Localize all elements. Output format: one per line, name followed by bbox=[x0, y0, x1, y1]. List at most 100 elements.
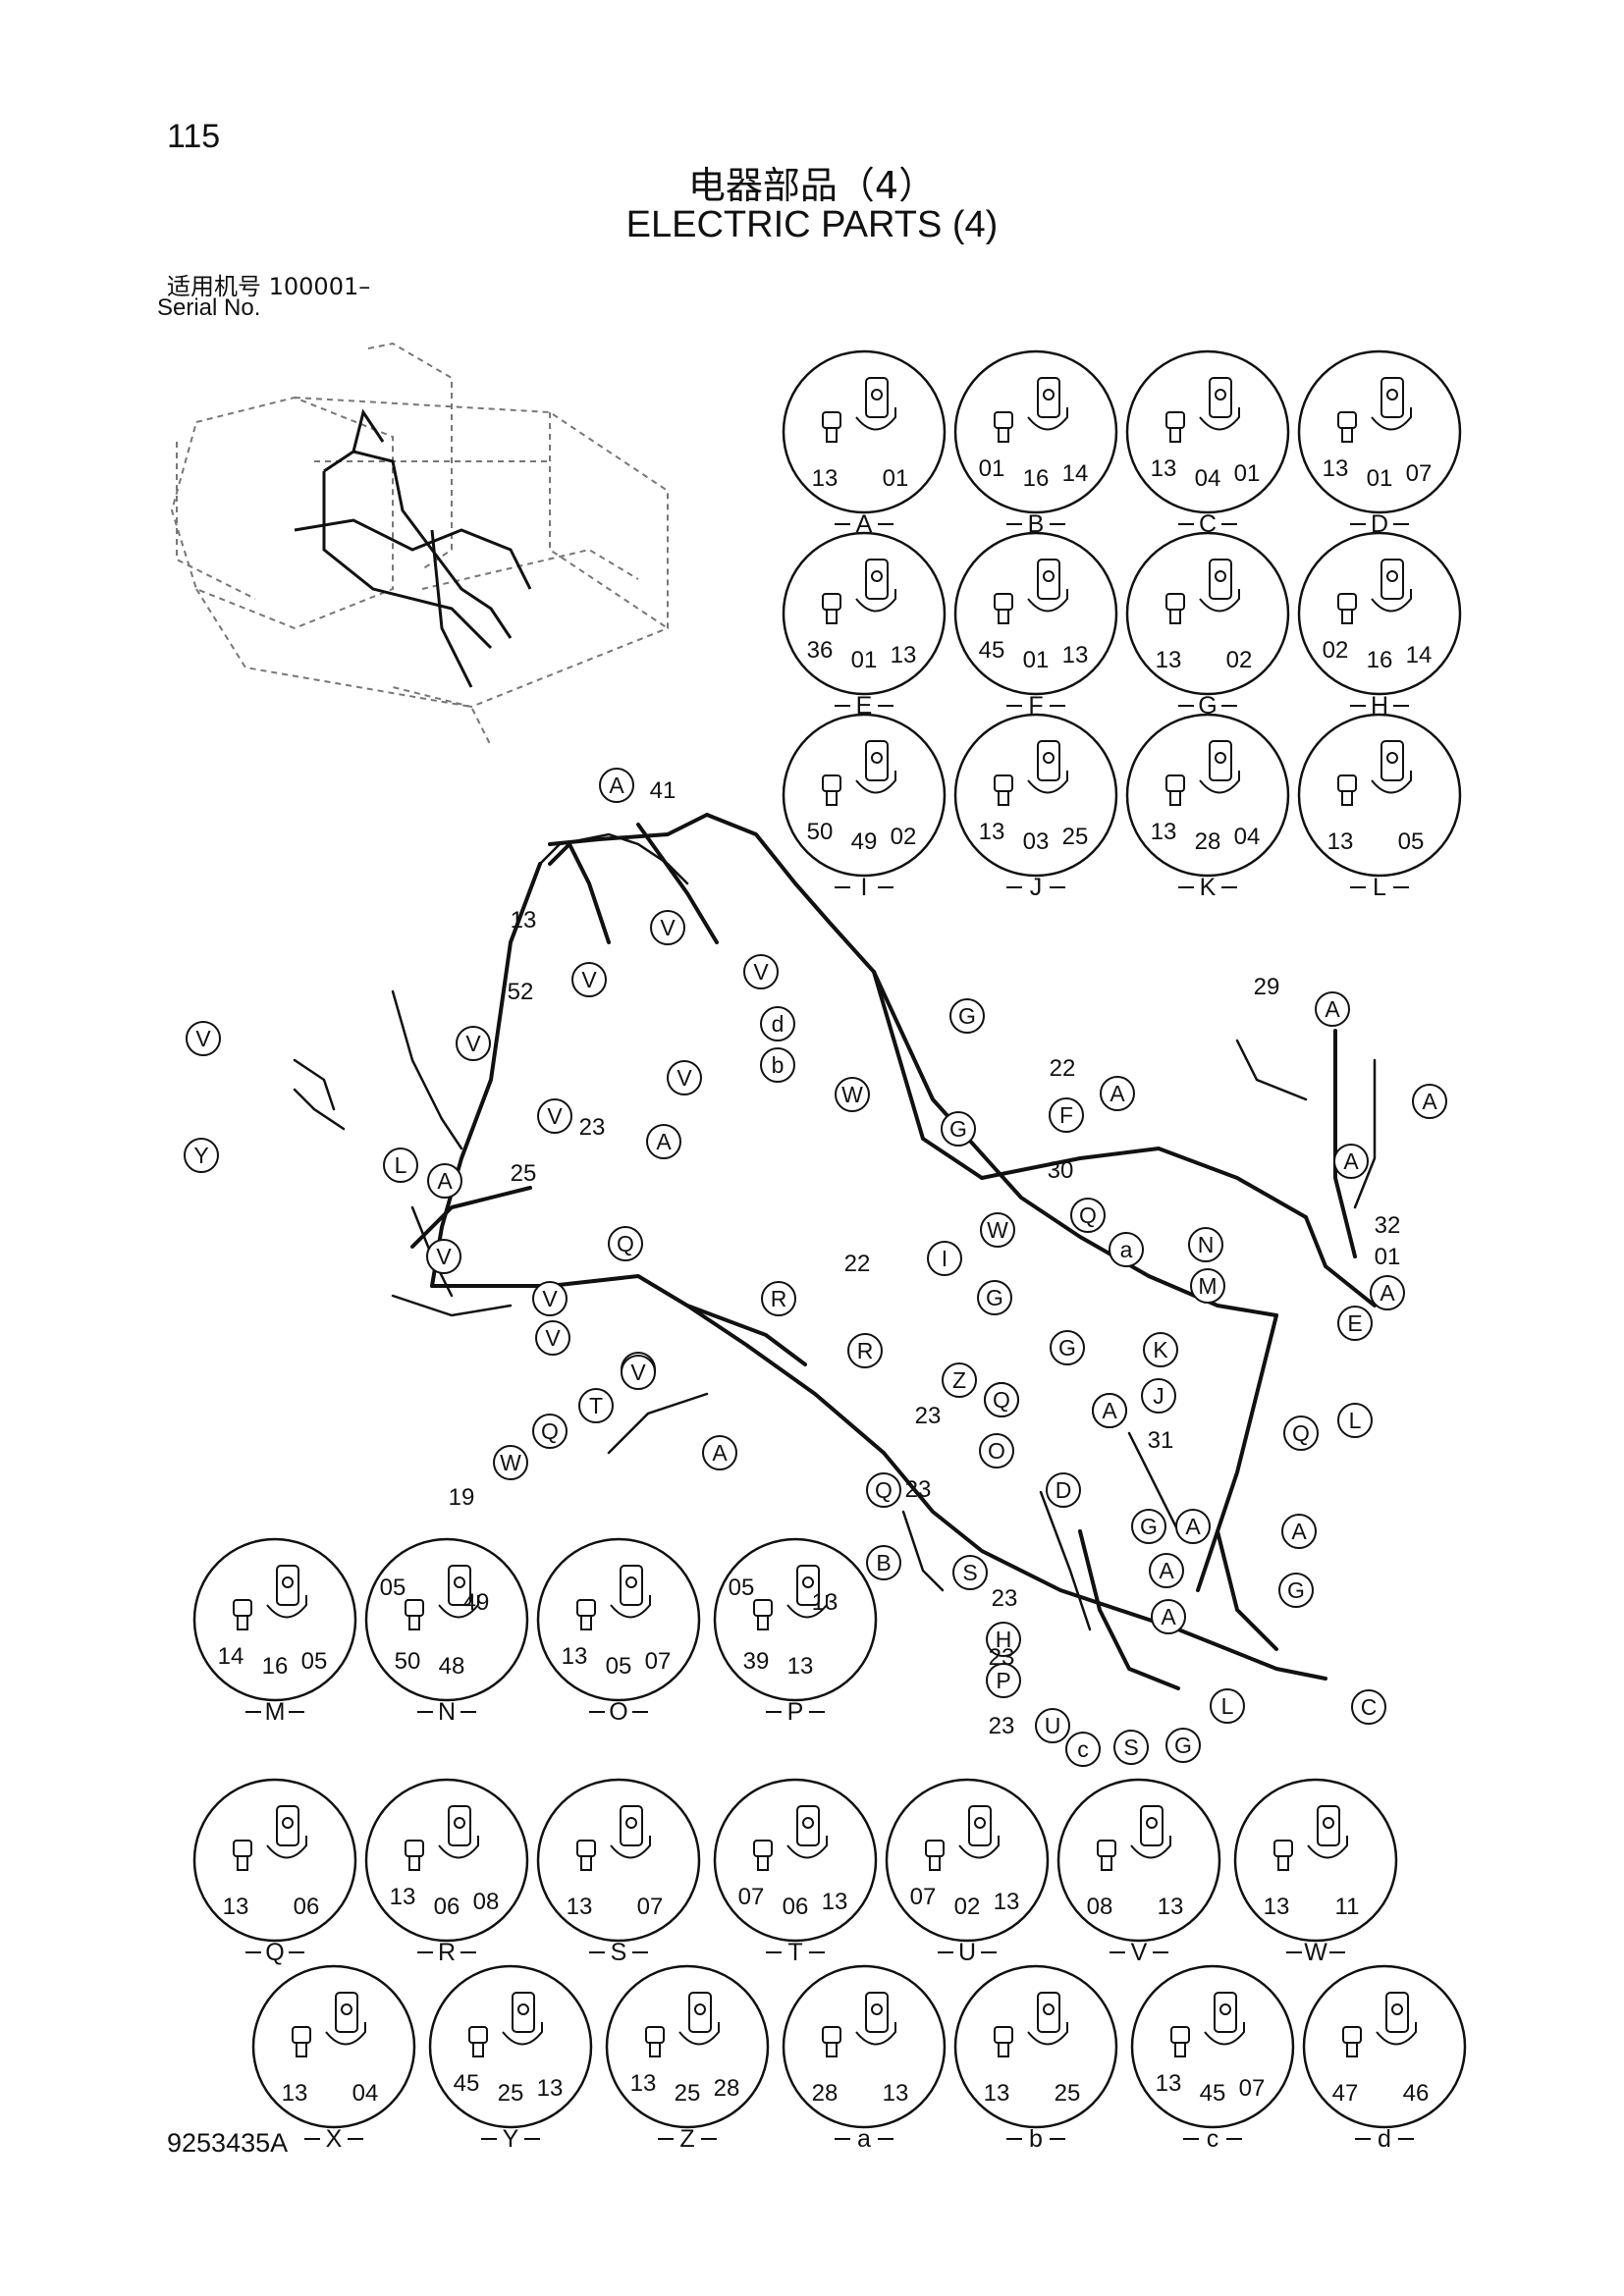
detail-letter: Y bbox=[503, 2125, 519, 2153]
detail-circle bbox=[953, 531, 1118, 696]
callout-Q: Q bbox=[608, 1226, 643, 1261]
callout-circle bbox=[1333, 1144, 1369, 1179]
fastener-illustration bbox=[1170, 1992, 1245, 2057]
callout-V: V bbox=[535, 1320, 570, 1356]
callout-label: N bbox=[1198, 1232, 1215, 1257]
callout-V: V bbox=[743, 954, 779, 989]
part-number: 01 bbox=[979, 455, 1005, 482]
callout-circle bbox=[535, 1320, 570, 1356]
part-number: 13 bbox=[822, 1889, 848, 1915]
callout-label: A bbox=[1325, 996, 1340, 1022]
part-number: 16 bbox=[1367, 647, 1393, 673]
callout-label: U bbox=[1045, 1713, 1061, 1738]
part-number: 13 bbox=[1156, 2070, 1182, 2097]
serial-label-english: Serial No. bbox=[157, 294, 261, 321]
callout-circle bbox=[608, 1226, 643, 1261]
detail-circle bbox=[953, 349, 1118, 514]
fastener-illustration bbox=[994, 377, 1068, 443]
part-number: 50 bbox=[807, 819, 834, 845]
callout-label: I bbox=[942, 1246, 947, 1271]
detail-letter: N bbox=[438, 1698, 456, 1726]
callout-label: G bbox=[1174, 1733, 1192, 1758]
detail-letter: L bbox=[1373, 874, 1386, 901]
callout-circle bbox=[1281, 1514, 1317, 1549]
callout-label: P bbox=[996, 1668, 1010, 1693]
detail-circle bbox=[1233, 1778, 1398, 1943]
callout-23: 23 bbox=[915, 1403, 942, 1429]
branch-wires bbox=[293, 832, 1377, 1631]
detail-letter: G bbox=[1198, 692, 1217, 720]
detail-circle bbox=[1056, 1778, 1221, 1943]
detail-letter: F bbox=[1028, 692, 1043, 720]
detail-letter: R bbox=[438, 1939, 456, 1966]
callout-label: K bbox=[1153, 1337, 1168, 1362]
callout-19: 19 bbox=[449, 1484, 475, 1511]
detail-letter: C bbox=[1199, 510, 1217, 538]
callout-circle bbox=[599, 768, 634, 803]
callout-G: G bbox=[941, 1111, 976, 1147]
detail-letter: Q bbox=[265, 1939, 284, 1966]
callout-label: G bbox=[1140, 1514, 1158, 1539]
callout-41: 41 bbox=[650, 777, 677, 804]
part-number: 13 bbox=[223, 1894, 249, 1920]
detail-circle bbox=[1125, 531, 1290, 696]
detail-letter: H bbox=[1371, 692, 1388, 720]
fastener-illustration bbox=[1337, 377, 1412, 443]
callout-circle bbox=[977, 1280, 1012, 1315]
fastener-illustration bbox=[822, 1992, 896, 2057]
callout-G: G bbox=[977, 1280, 1012, 1315]
callout-label: Q bbox=[1292, 1420, 1310, 1446]
callout-label: A bbox=[1110, 1081, 1125, 1106]
detail-circle bbox=[713, 1537, 878, 1702]
callout-Q: Q bbox=[1283, 1415, 1319, 1451]
callout-23: 23 bbox=[905, 1476, 932, 1503]
part-number: 36 bbox=[807, 637, 834, 664]
callout-label: V bbox=[545, 1325, 561, 1351]
part-number: 13 bbox=[984, 2080, 1010, 2107]
part-number: 01 bbox=[1234, 460, 1261, 487]
callout-Q: Q bbox=[984, 1382, 1019, 1417]
callout-label: V bbox=[677, 1065, 692, 1091]
callout-circle bbox=[1412, 1084, 1447, 1119]
part-number: 13 bbox=[630, 2070, 657, 2097]
part-number: 06 bbox=[434, 1894, 460, 1920]
callout-01: 01 bbox=[1375, 1244, 1401, 1270]
callout-Y: Y bbox=[184, 1138, 219, 1173]
serial-label-chinese: 适用机号 100001– bbox=[167, 273, 371, 300]
callout-label: S bbox=[962, 1560, 977, 1585]
callout-circle bbox=[743, 954, 779, 989]
callout-S: S bbox=[1113, 1730, 1149, 1765]
callout-H: H bbox=[986, 1622, 1021, 1657]
callout-G: G bbox=[1131, 1509, 1166, 1544]
callout-label: R bbox=[857, 1338, 874, 1363]
callout-A: A bbox=[646, 1124, 681, 1159]
detail-circle bbox=[1125, 349, 1290, 514]
part-number: 48 bbox=[439, 1653, 465, 1680]
detail-letter: T bbox=[787, 1939, 802, 1966]
callout-part-number: 52 bbox=[508, 979, 534, 1005]
callout-Q: Q bbox=[866, 1472, 901, 1508]
part-number: 07 bbox=[910, 1884, 937, 1910]
callout-label: S bbox=[1123, 1735, 1138, 1760]
part-number: 13 bbox=[537, 2075, 564, 2102]
callout-part-number: 13 bbox=[511, 907, 537, 934]
detail-circle bbox=[1297, 531, 1462, 696]
fastener-illustration bbox=[1165, 377, 1240, 443]
part-number: 25 bbox=[1062, 824, 1089, 850]
callout-circle bbox=[1337, 1403, 1373, 1438]
callout-circle bbox=[847, 1333, 883, 1368]
part-number: 45 bbox=[1200, 2080, 1226, 2107]
callout-circle bbox=[1109, 1232, 1144, 1267]
callout-circle bbox=[578, 1388, 614, 1423]
callout-label: J bbox=[1153, 1383, 1164, 1409]
part-number: 13 bbox=[1323, 455, 1349, 482]
callout-circle bbox=[456, 1026, 491, 1061]
fastener-illustration bbox=[1097, 1805, 1171, 1871]
